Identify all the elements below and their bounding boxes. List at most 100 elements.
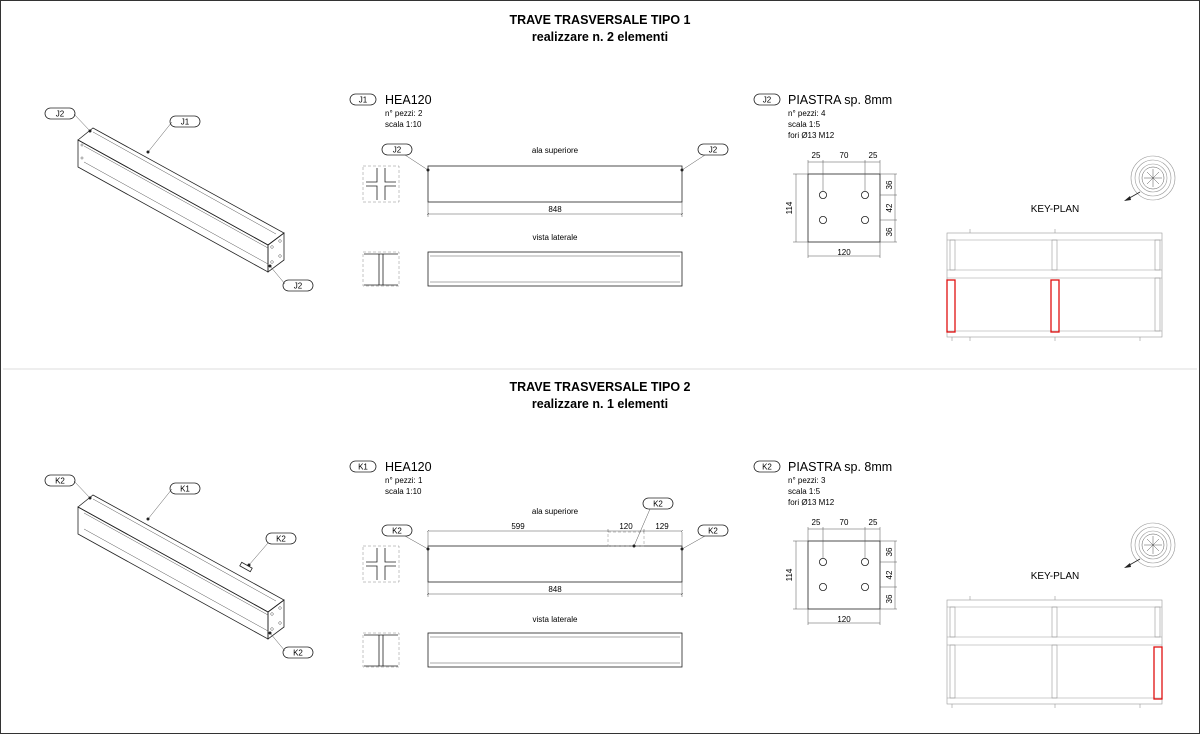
keyplan-highlight-right [1153, 646, 1163, 700]
plate-tag: K2 [762, 463, 772, 472]
dim-length-top: 848 [426, 582, 684, 597]
keyplan-highlight-left [946, 279, 956, 333]
plate-height: 114 [785, 568, 794, 581]
callout-plate-end: K2 [268, 631, 314, 659]
segment-2: 120 [619, 522, 633, 531]
plate-width: 120 [837, 615, 851, 624]
callout-label: J2 [709, 146, 718, 155]
side-view-label: vista laterale [533, 233, 578, 242]
plate-dim-top-1: 25 [812, 518, 821, 527]
side-view-label: vista laterale [533, 615, 578, 624]
callout-label: J2 [294, 282, 303, 291]
keyplan-grid [946, 596, 1163, 708]
callout-label: J1 [181, 118, 190, 127]
callout-label: J2 [56, 110, 65, 119]
plate-dim-top-3: 25 [869, 151, 878, 160]
callout-label: K2 [392, 527, 402, 536]
compass-icon [1124, 155, 1176, 201]
callout-label: K2 [55, 477, 65, 486]
plate-dim-right-1: 36 [885, 547, 894, 556]
plate-info-1: n° pezzi: 3 [788, 476, 826, 485]
segment-1: 599 [511, 522, 525, 531]
plate-title: PIASTRA sp. 8mm [788, 93, 892, 107]
isometric-beam-view [77, 494, 285, 640]
plate-dim-top-1: 25 [812, 151, 821, 160]
callout-plate-mid: K2 [247, 532, 297, 567]
callout-plate-start: K2 [44, 474, 92, 500]
section-profile-side [362, 632, 400, 668]
compass-icon [1124, 522, 1176, 568]
plate-info-1: n° pezzi: 4 [788, 109, 826, 118]
section-title: TRAVE TRASVERSALE TIPO 2 [509, 380, 690, 394]
isometric-beam-view [77, 127, 285, 273]
callout-end-left: J2 [381, 143, 430, 172]
beam-tag: J1 [359, 96, 368, 105]
section-tipo-2: TRAVE TRASVERSALE TIPO 2 realizzare n. 1… [44, 380, 1176, 708]
plate-dim-top-3: 25 [869, 518, 878, 527]
section-subtitle: realizzare n. 1 elementi [532, 397, 668, 411]
section-title: TRAVE TRASVERSALE TIPO 1 [509, 13, 690, 27]
callout-plate-start: J2 [44, 107, 92, 133]
plate-tag-bubble [753, 460, 781, 473]
beam-tag-bubble [349, 93, 377, 106]
callout-label: K2 [708, 527, 718, 536]
callout-end-right: J2 [680, 143, 729, 172]
keyplan-grid [946, 229, 1163, 341]
beam-info-2: scala 1:10 [385, 120, 422, 129]
beam-profile: HEA120 [385, 460, 432, 474]
section-profile-top [362, 545, 400, 583]
beam-length: 848 [548, 585, 562, 594]
callout-beam: K1 [146, 482, 201, 521]
callout-end-left: K2 [381, 524, 430, 551]
plate-title: PIASTRA sp. 8mm [788, 460, 892, 474]
callout-label: K2 [653, 500, 663, 509]
beam-tag-bubble [349, 460, 377, 473]
keyplan-label: KEY-PLAN [1031, 204, 1080, 215]
beam-profile: HEA120 [385, 93, 432, 107]
section-tipo-1: TRAVE TRASVERSALE TIPO 1 realizzare n. 2… [44, 13, 1176, 341]
beam-length: 848 [548, 205, 562, 214]
plate-tag-bubble [753, 93, 781, 106]
top-view-label: ala superiore [532, 507, 579, 516]
callout-label: K2 [276, 535, 286, 544]
section-profile-top [362, 165, 400, 203]
plate-height: 114 [785, 201, 794, 214]
top-view-label: ala superiore [532, 146, 579, 155]
beam-info-2: scala 1:10 [385, 487, 422, 496]
plate-drawing [793, 160, 897, 258]
callout-end-right: K2 [680, 524, 729, 551]
callout-label: K1 [180, 485, 190, 494]
plate-dim-right-2: 42 [885, 570, 894, 579]
section-subtitle: realizzare n. 2 elementi [532, 30, 668, 44]
callout-plate-end: J2 [268, 264, 314, 292]
plate-info-3: fori Ø13 M12 [788, 131, 835, 140]
dim-segments-top [426, 529, 684, 546]
section-profile-side [362, 251, 400, 287]
side-view-beam [427, 251, 683, 287]
plate-dim-top-2: 70 [840, 518, 849, 527]
plate-dim-right-3: 36 [885, 227, 894, 236]
plate-dim-right-2: 42 [885, 203, 894, 212]
beam-tag: K1 [358, 463, 368, 472]
keyplan-highlight-center [1050, 279, 1060, 333]
plate-info-3: fori Ø13 M12 [788, 498, 835, 507]
callout-label: K2 [293, 649, 303, 658]
plate-tag: J2 [763, 96, 772, 105]
plate-width: 120 [837, 248, 851, 257]
callout-beam: J1 [146, 115, 201, 154]
callout-mid-plate: K2 [632, 497, 674, 548]
segment-3: 129 [655, 522, 669, 531]
plate-dim-right-1: 36 [885, 180, 894, 189]
plate-dim-top-2: 70 [840, 151, 849, 160]
plate-info-2: scala 1:5 [788, 120, 821, 129]
callout-label: J2 [393, 146, 402, 155]
plate-info-2: scala 1:5 [788, 487, 821, 496]
beam-info-1: n° pezzi: 1 [385, 476, 423, 485]
dim-length-top: 848 [426, 202, 684, 217]
plate-drawing [793, 527, 897, 625]
plate-dim-right-3: 36 [885, 594, 894, 603]
top-flange-view [427, 165, 683, 203]
keyplan-label: KEY-PLAN [1031, 571, 1080, 582]
beam-info-1: n° pezzi: 2 [385, 109, 423, 118]
